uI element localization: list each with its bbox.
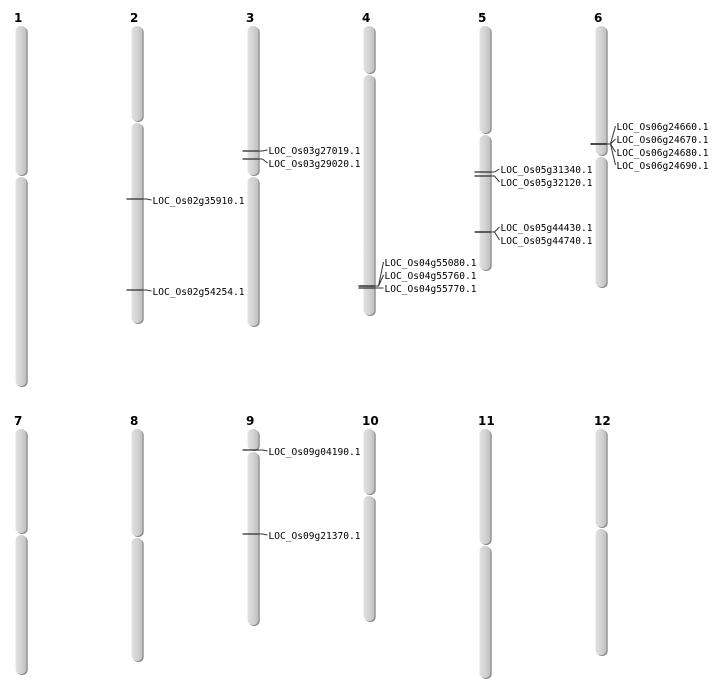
gene-label: LOC_Os04g55080.1 [385, 258, 477, 269]
long-arm [363, 75, 375, 315]
leader-line [490, 175, 500, 183]
short-arm [247, 429, 259, 450]
chromosome-label: 9 [246, 414, 254, 428]
gene-label: LOC_Os03g27019.1 [269, 146, 361, 157]
long-arm [479, 135, 491, 270]
leader-line [490, 168, 500, 173]
gene-label: LOC_Os05g32120.1 [501, 178, 593, 189]
chromosome-9: 9 [242, 414, 268, 626]
long-arm [363, 496, 375, 621]
leader-line [490, 226, 500, 233]
gene-label: LOC_Os05g44430.1 [501, 223, 593, 234]
gene-labels-chromosome-5: LOC_Os05g31340.1LOC_Os05g32120.1LOC_Os05… [501, 165, 593, 247]
gene-labels-chromosome-4: LOC_Os04g55080.1LOC_Os04g55760.1LOC_Os04… [385, 258, 477, 295]
chromosome-label: 5 [478, 11, 486, 25]
short-arm [131, 26, 143, 121]
long-arm [15, 177, 27, 386]
gene-label: LOC_Os02g54254.1 [153, 287, 245, 298]
chromosome-label: 3 [246, 11, 254, 25]
long-arm [15, 535, 27, 674]
gene-label: LOC_Os06g24680.1 [617, 148, 709, 159]
leader-line [606, 143, 616, 166]
chromosome-11: 11 [478, 414, 495, 679]
gene-label: LOC_Os09g21370.1 [269, 531, 361, 542]
short-arm [363, 26, 375, 73]
chromosome-5: 5 [474, 11, 500, 271]
short-arm [479, 429, 491, 544]
chromosome-label: 12 [594, 414, 611, 428]
leader-line [606, 125, 616, 145]
short-arm [595, 429, 607, 527]
gene-label: LOC_Os03g29020.1 [269, 159, 361, 170]
gene-label: LOC_Os05g31340.1 [501, 165, 593, 176]
chromosome-6: 6 [590, 11, 616, 288]
chromosome-1: 1 [14, 11, 28, 387]
long-arm [131, 538, 143, 661]
leader-line [374, 274, 384, 287]
leader-line [258, 533, 268, 536]
gene-label: LOC_Os09g04190.1 [269, 447, 361, 458]
short-arm [15, 429, 27, 533]
long-arm [131, 123, 143, 323]
chromosome-2: 2 [126, 11, 152, 324]
short-arm [131, 429, 143, 536]
leader-line [258, 449, 268, 452]
chromosome-12: 12 [594, 414, 611, 656]
short-arm [247, 26, 259, 175]
chromosome-label: 7 [14, 414, 22, 428]
long-arm [247, 452, 259, 625]
gene-label: LOC_Os02g35910.1 [153, 196, 245, 207]
chromosome-label: 10 [362, 414, 379, 428]
chromosome-7: 7 [14, 414, 28, 675]
chromosome-10: 10 [362, 414, 379, 622]
chromosome-label: 6 [594, 11, 602, 25]
long-arm [595, 529, 607, 655]
chromosome-3: 3 [242, 11, 268, 327]
gene-label: LOC_Os06g24660.1 [617, 122, 709, 133]
leader-line [374, 261, 384, 287]
chromosome-label: 8 [130, 414, 138, 428]
chromosome-label: 1 [14, 11, 22, 25]
leader-line [142, 289, 152, 292]
short-arm [363, 429, 375, 494]
chromosome-8: 8 [130, 414, 144, 662]
long-arm [247, 177, 259, 326]
short-arm [595, 26, 607, 155]
short-arm [479, 26, 491, 133]
chromosome-label: 4 [362, 11, 370, 25]
chromosome-label: 11 [478, 414, 495, 428]
gene-label: LOC_Os06g24690.1 [617, 161, 709, 172]
gene-label: LOC_Os05g44740.1 [501, 236, 593, 247]
chromosome-4: 4 [358, 11, 384, 316]
long-arm [479, 546, 491, 678]
leader-line [490, 231, 500, 241]
gene-label: LOC_Os06g24670.1 [617, 135, 709, 146]
gene-label: LOC_Os04g55770.1 [385, 284, 477, 295]
long-arm [595, 157, 607, 287]
leader-line [258, 149, 268, 152]
chromosome-label: 2 [130, 11, 138, 25]
gene-label: LOC_Os04g55760.1 [385, 271, 477, 282]
gene-labels-chromosome-6: LOC_Os06g24660.1LOC_Os06g24670.1LOC_Os06… [617, 122, 709, 172]
leader-line [258, 158, 268, 164]
leader-line [142, 198, 152, 201]
short-arm [15, 26, 27, 175]
